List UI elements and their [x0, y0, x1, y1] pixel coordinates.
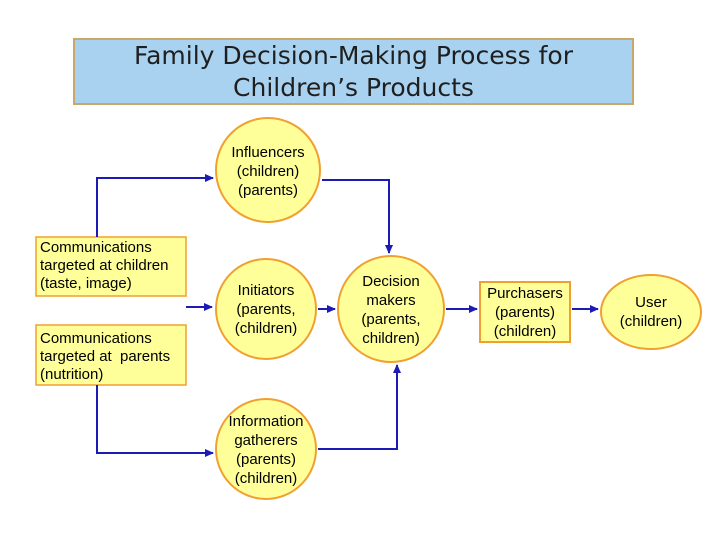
- user-label-line: User: [635, 294, 667, 311]
- title-line-2: Children’s Products: [233, 72, 474, 102]
- communications-children-label: Communications targeted at children (tas…: [40, 239, 168, 293]
- decision-makers-label-line: children): [362, 330, 420, 347]
- diagram-title: Family Decision-Making Process for Child…: [73, 38, 634, 105]
- information-gatherers-label-line: (children): [234, 470, 298, 487]
- user-node: [600, 274, 702, 350]
- user-label: User (children): [601, 292, 701, 332]
- decision-makers-node: [337, 255, 445, 363]
- comm-to-influencers-arrow: [96, 174, 214, 237]
- decision-makers-label: Decision makers (parents, children): [331, 272, 451, 348]
- purchasers-label-line: (children): [493, 322, 557, 340]
- communications-parents-label: Communications targeted at parents (nutr…: [40, 330, 170, 384]
- purchasers-label: Purchasers (parents) (children): [480, 282, 570, 342]
- influencers-node: [215, 117, 321, 223]
- communications-parents-box: [35, 324, 187, 386]
- influencers-label-line: (parents): [237, 182, 299, 199]
- decision-makers-label-line: (parents,: [361, 311, 421, 328]
- influencers-label-line: (children): [236, 163, 300, 180]
- information-gatherers-label-line: (parents): [235, 451, 297, 468]
- communications-children-line: (taste, image): [40, 275, 132, 292]
- comm-to-information-gatherers-arrow: [96, 385, 214, 457]
- influencers-label-line: Influencers: [231, 144, 305, 161]
- information-gatherers-label-line: Information: [228, 413, 304, 430]
- initiators-label-line: (parents,: [236, 301, 296, 318]
- purchasers-label-line: (parents): [494, 303, 556, 321]
- communications-children-line: targeted at children: [40, 257, 169, 274]
- influencers-to-decision-arrow: [322, 179, 393, 254]
- information-gatherers-label: Information gatherers (parents) (childre…: [206, 412, 326, 488]
- gatherers-to-decision-arrow: [318, 364, 401, 450]
- information-gatherers-node: [215, 398, 317, 500]
- initiators-label-line: Initiators: [237, 282, 295, 299]
- user-label-line: (children): [619, 313, 683, 330]
- initiators-label: Initiators (parents, (children): [206, 281, 326, 338]
- influencers-label: Influencers (children) (parents): [208, 143, 328, 200]
- communications-children-box: [35, 236, 187, 297]
- information-gatherers-label-line: gatherers: [234, 432, 298, 449]
- initiators-node: [215, 258, 317, 360]
- communications-parents-line: targeted at parents: [40, 348, 171, 365]
- communications-children-line: Communications: [40, 239, 152, 256]
- communications-parents-line: Communications: [40, 330, 152, 347]
- initiators-label-line: (children): [234, 320, 298, 337]
- decision-makers-label-line: Decision: [362, 273, 420, 290]
- decision-makers-label-line: makers: [366, 292, 416, 309]
- communications-parents-line: (nutrition): [40, 366, 104, 383]
- purchasers-node: [479, 281, 571, 343]
- title-line-1: Family Decision-Making Process for: [134, 40, 573, 70]
- purchasers-label-line: Purchasers: [487, 284, 563, 302]
